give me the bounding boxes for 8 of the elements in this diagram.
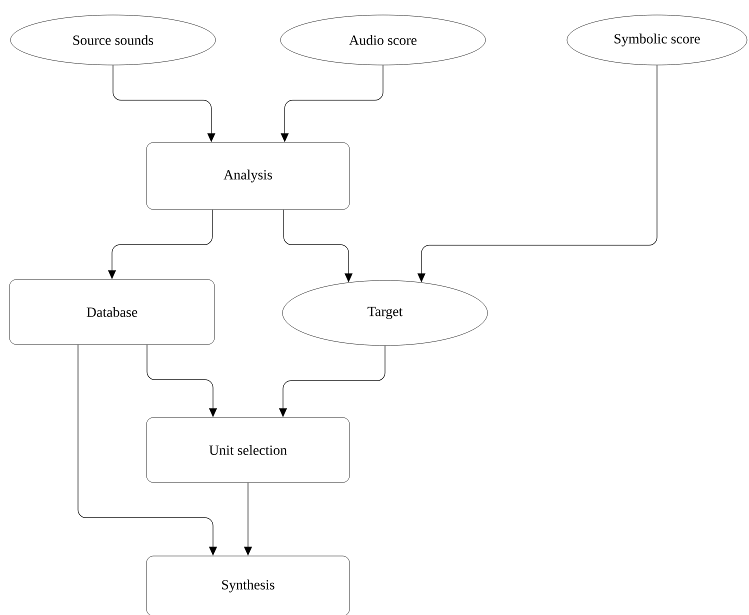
process-box: Synthesis <box>146 556 350 615</box>
ellipse-node: Audio score <box>280 14 486 66</box>
process-box: Analysis <box>146 142 350 210</box>
ellipse-node: Source sounds <box>10 14 216 66</box>
process-box: Database <box>9 279 215 345</box>
ellipse-node: Symbolic score <box>566 14 748 66</box>
process-box: Unit selection <box>146 417 350 483</box>
ellipse-node: Target <box>282 280 488 346</box>
